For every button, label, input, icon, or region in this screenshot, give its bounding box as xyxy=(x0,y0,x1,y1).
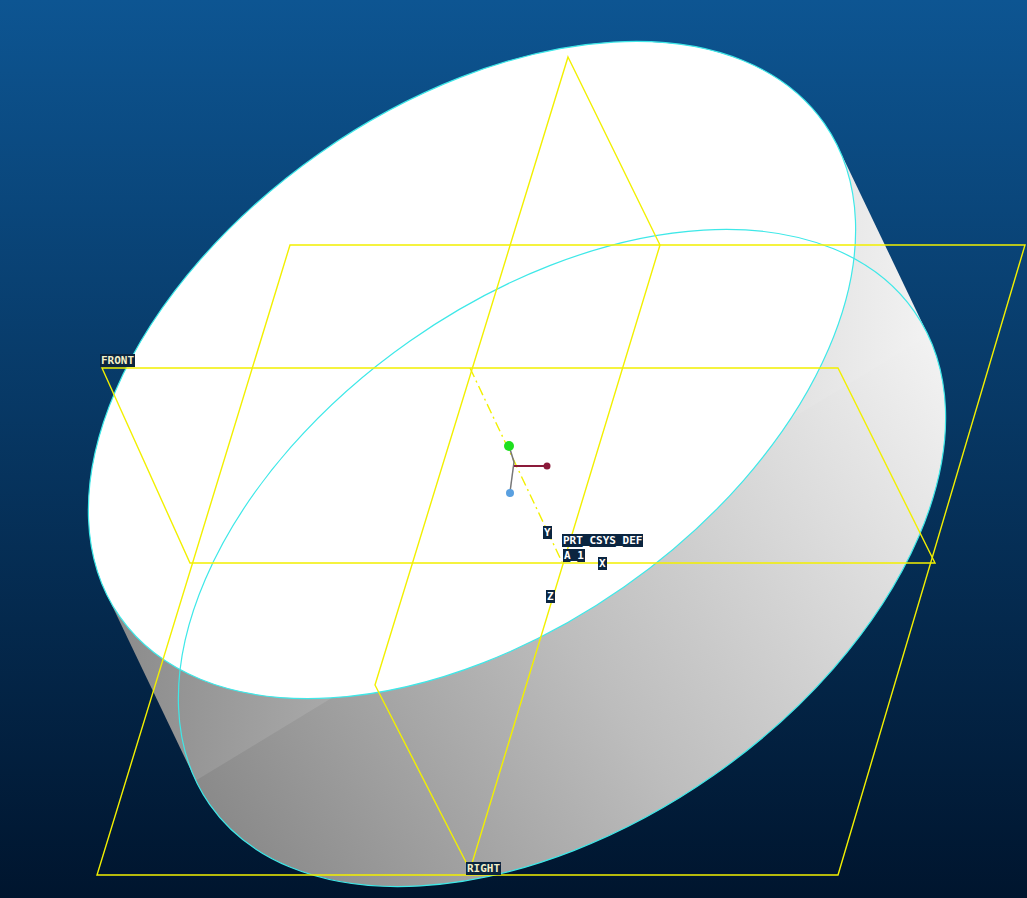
cylinder-top xyxy=(0,0,976,834)
axis-label: Y xyxy=(543,526,552,539)
datum-plane-label: RIGHT xyxy=(466,862,501,875)
datum-axis xyxy=(470,368,562,562)
axis-dot xyxy=(544,463,551,470)
csys-label: PRT_CSYS_DEF xyxy=(562,534,643,547)
axis-line xyxy=(514,465,547,467)
hidden-edge xyxy=(58,94,1027,898)
datum-plane xyxy=(97,245,1025,875)
axis-dot xyxy=(504,441,514,451)
axis-label: Z xyxy=(546,590,555,603)
datum-planes xyxy=(97,57,1025,875)
datum-plane xyxy=(375,57,660,870)
axis-dot xyxy=(506,489,514,497)
csys-triad xyxy=(504,441,551,497)
axis-label: X xyxy=(598,557,607,570)
datum-plane-label: FRONT xyxy=(100,354,135,367)
datum-plane xyxy=(102,368,935,563)
axis-label: A_1 xyxy=(563,549,585,562)
axis-line xyxy=(510,462,514,492)
